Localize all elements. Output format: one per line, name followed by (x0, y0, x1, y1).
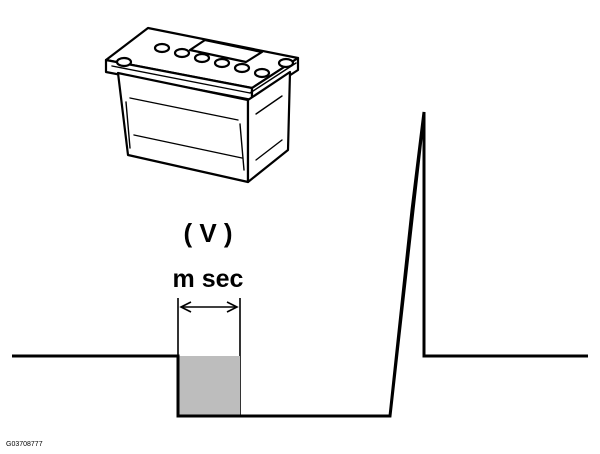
pulse-width-shaded-area (178, 356, 240, 416)
voltage-waveform-line (12, 111, 588, 418)
time-unit-label: m sec (173, 265, 244, 293)
voltage-unit-label: ( V ) (183, 218, 232, 248)
figure-code: G03708777 (6, 441, 43, 448)
car-battery-icon (104, 26, 300, 184)
